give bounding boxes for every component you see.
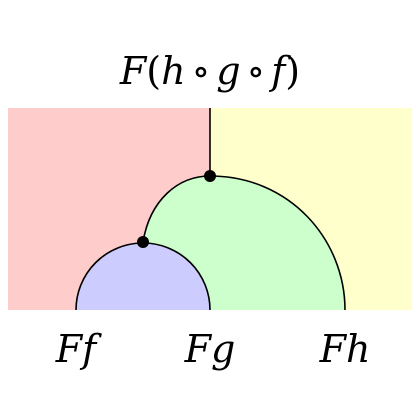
bottom-label-Ff: Ff [55, 327, 102, 371]
top-label-F: F [119, 49, 148, 93]
top-label-circ1: ∘ [192, 49, 211, 93]
middle-node [137, 236, 149, 248]
bottom-label-Fg: Fg [184, 327, 236, 371]
top-label-g: g [216, 49, 240, 93]
blue-region [76, 243, 210, 310]
top-label-circ2: ∘ [247, 49, 266, 93]
top-label-h: h [161, 49, 185, 93]
bottom-label-Fh: Fh [319, 327, 371, 371]
outer-arc-wire [142, 175, 346, 311]
top-label: F(h∘g∘f) [119, 49, 300, 93]
top-node [204, 170, 216, 182]
top-label-close-paren: ) [285, 49, 300, 93]
top-label-open-paren: ( [146, 49, 161, 93]
